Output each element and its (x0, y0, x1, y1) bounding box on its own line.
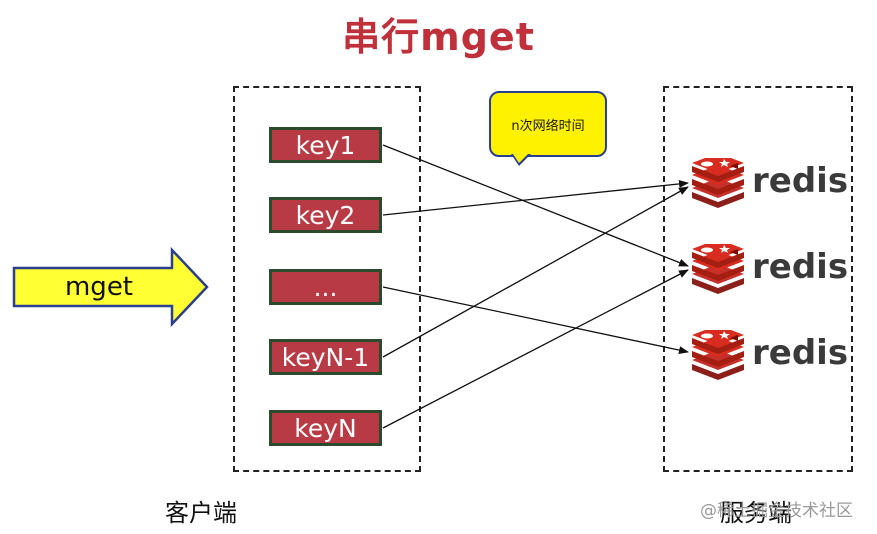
arrow-key1-to-redis2 (382, 144, 689, 267)
redis-node-3: redis (690, 325, 850, 382)
client-label: 客户端 (165, 499, 237, 527)
key-box-4: keyN-1 (269, 339, 382, 375)
redis-label-1: redis (752, 161, 849, 201)
arrow-ellipsis-to-redis3 (382, 286, 689, 355)
redis-logo-icon (692, 239, 744, 294)
network-time-callout: n次网络时间 (489, 91, 607, 157)
redis-node-1: redis (690, 153, 850, 210)
key-box-5: keyN (269, 410, 382, 446)
diagram-title: 串行mget (342, 15, 535, 59)
key-box-3: ... (269, 269, 382, 305)
redis-logo-icon (692, 153, 744, 208)
server-label: 服务端 (720, 499, 792, 527)
redis-label-3: redis (752, 333, 849, 373)
arrow-keyN-to-redis2 (382, 269, 689, 429)
key-box-1: key1 (269, 127, 382, 163)
mget-label: mget (64, 272, 134, 302)
key-box-2: key2 (269, 197, 382, 233)
redis-node-2: redis (690, 239, 850, 296)
arrow-key2-to-redis1 (382, 179, 689, 216)
redis-label-2: redis (752, 247, 849, 287)
arrow-keyN-1-to-redis1 (382, 186, 689, 358)
redis-logo-icon (692, 325, 744, 380)
callout-tail-inner (513, 154, 528, 163)
watermark: @稀土掘金技术社区 (700, 501, 853, 521)
